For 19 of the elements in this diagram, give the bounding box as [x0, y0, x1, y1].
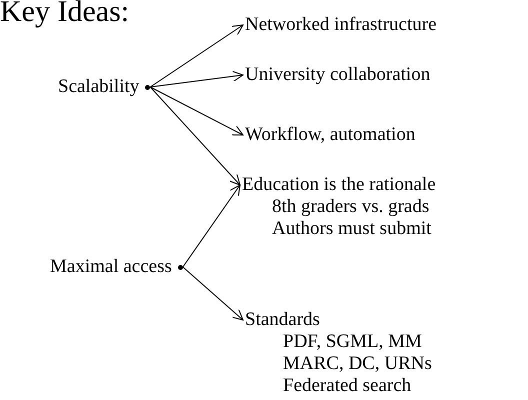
node-label: Maximal access — [50, 256, 172, 278]
node-label: Networked infrastructure — [245, 14, 437, 35]
node-label: Standards — [245, 309, 320, 330]
node-label: Scalability — [58, 76, 140, 98]
arrow — [150, 24, 244, 88]
arrow — [182, 184, 240, 268]
node-label: Education is the rationale — [242, 174, 436, 195]
sub-item: Authors must submit — [272, 218, 432, 240]
sub-item: Federated search — [283, 375, 412, 397]
node-label: Workflow, automation — [245, 124, 416, 145]
sub-item: MARC, DC, URNs — [283, 353, 432, 375]
arrow — [150, 70, 244, 88]
sub-item: 8th graders vs. grads — [272, 196, 430, 218]
title: Key Ideas: — [0, 0, 130, 29]
node-label: University collaboration — [245, 64, 430, 85]
arrow — [182, 266, 244, 320]
arrow — [150, 86, 240, 186]
sub-item: PDF, SGML, MM — [283, 331, 423, 353]
arrow — [150, 86, 244, 136]
